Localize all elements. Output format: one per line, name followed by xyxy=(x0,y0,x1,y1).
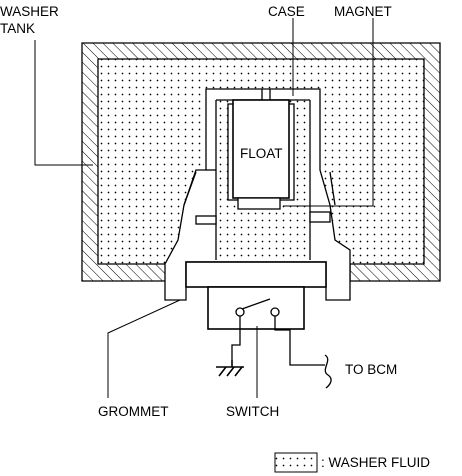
washer-tank-label: WASHER TANK xyxy=(0,4,63,36)
to-bcm-label: TO BCM xyxy=(345,362,397,377)
switch-label: SWITCH xyxy=(226,404,279,419)
base-plate xyxy=(185,261,327,288)
reed-switch xyxy=(231,298,325,366)
case-label: CASE xyxy=(268,4,305,19)
legend-label: : WASHER FLUID xyxy=(321,455,430,470)
leader-lines xyxy=(34,18,374,398)
magnet-label: MAGNET xyxy=(334,4,392,19)
legend: : WASHER FLUID xyxy=(274,452,430,473)
washer-tank-label-line1: WASHER xyxy=(0,4,59,19)
grommet-label: GROMMET xyxy=(98,404,169,419)
washer-tank-label-line2: TANK xyxy=(0,21,35,36)
wire-break-icon xyxy=(324,354,332,389)
float-label: FLOAT xyxy=(240,146,283,161)
switch-housing xyxy=(207,286,305,330)
case-fluid-inlets xyxy=(195,211,331,225)
legend-swatch-washer-fluid xyxy=(274,452,318,473)
ground-icon xyxy=(216,360,244,377)
magnet xyxy=(237,197,281,210)
